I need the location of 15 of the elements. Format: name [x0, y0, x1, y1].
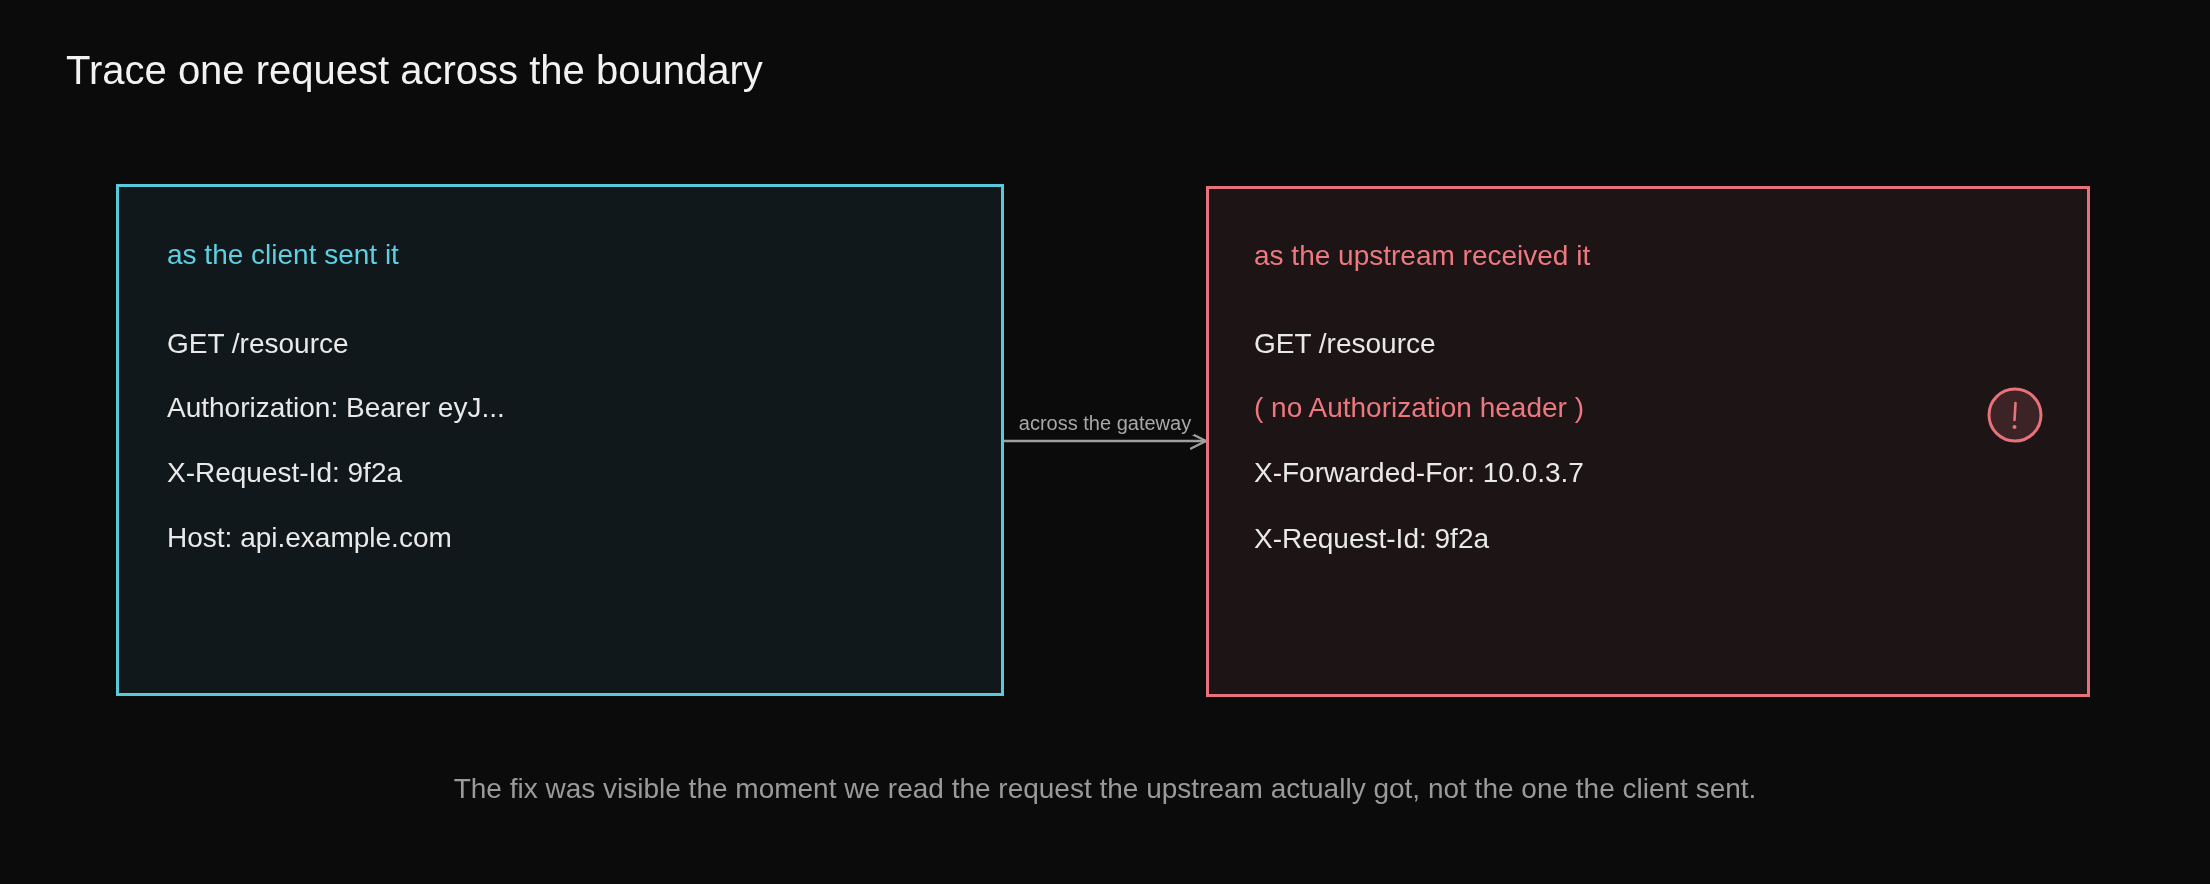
header-line: Host: api.example.com	[167, 521, 452, 555]
header-line: X-Request-Id: 9f2a	[1254, 522, 1490, 556]
header-line: Authorization: Bearer eyJ...	[167, 391, 505, 425]
panel-heading: as the upstream received it	[1254, 239, 1591, 273]
caption-text: The fix was visible the moment we read the request the upstream actually got, not the one the client sent.	[453, 772, 1757, 806]
request-line: GET /resource	[167, 327, 349, 361]
header-line: X-Request-Id: 9f2a	[167, 456, 403, 490]
request-panel	[116, 184, 1004, 696]
panel-heading: as the client sent it	[167, 238, 399, 272]
header-line: X-Forwarded-For: 10.0.3.7	[1254, 456, 1584, 490]
diagram-title: Trace one request across the boundary	[66, 47, 763, 94]
missing-header-note: ( no Authorization header )	[1254, 391, 1584, 425]
request-line: GET /resource	[1254, 327, 1436, 361]
request-panel	[1206, 186, 2090, 697]
arrow	[1004, 432, 1208, 450]
